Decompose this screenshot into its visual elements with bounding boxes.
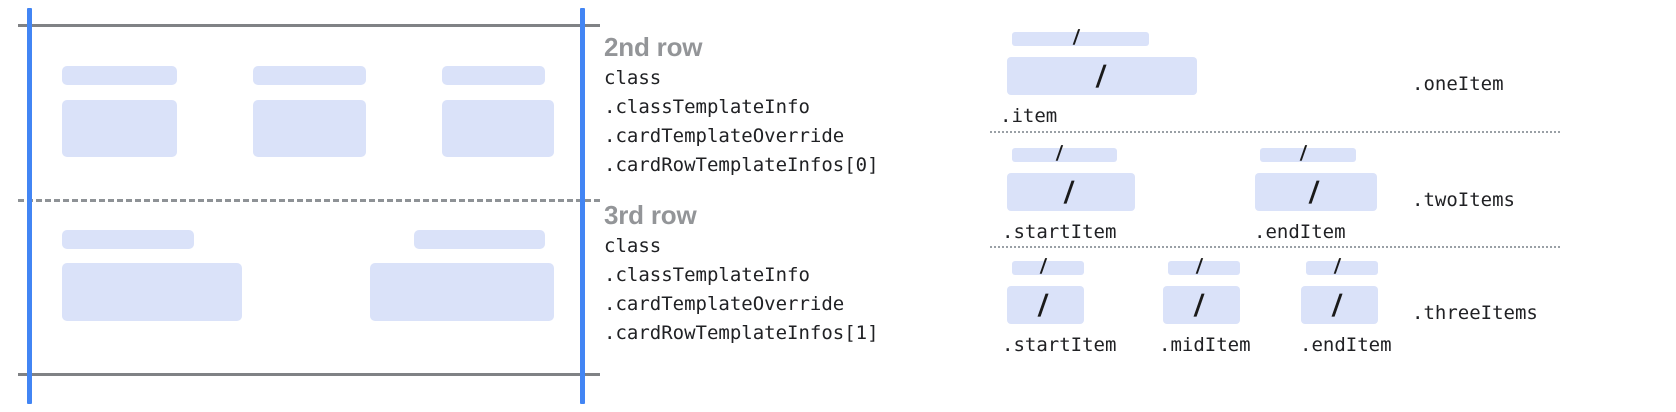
slot-caption: .startItem — [1002, 221, 1117, 243]
slash-glyph: / — [1072, 26, 1081, 48]
slash-glyph: / — [1333, 255, 1342, 277]
slot-label-bar — [1012, 261, 1084, 275]
slot-label-bar — [1012, 148, 1117, 162]
third-row-reference: 3rd row class .classTemplateInfo .cardTe… — [604, 198, 944, 348]
variant-divider-dotted — [990, 131, 1560, 133]
slot-label-bar — [1260, 148, 1356, 162]
variant-label: .oneItem — [1412, 73, 1504, 95]
slot-body-box — [1007, 173, 1135, 211]
slash-glyph: / — [1095, 59, 1107, 92]
slash-glyph: / — [1331, 288, 1343, 321]
placeholder-body-box — [253, 100, 366, 157]
placeholder-label-bar — [442, 66, 545, 85]
second-row-code-line: .cardTemplateOverride — [604, 125, 845, 147]
variant-divider-dotted — [990, 246, 1560, 248]
item-slot: / / .midItem — [1159, 255, 1323, 356]
slash-glyph: / — [1299, 142, 1308, 164]
second-row-code-line: .cardRowTemplateInfos[0] — [604, 154, 879, 176]
third-row-code-line: .cardRowTemplateInfos[1] — [604, 322, 879, 344]
slot-caption: .item — [1000, 105, 1058, 127]
second-row-code-line: .classTemplateInfo — [604, 96, 810, 118]
slot-body-box — [1255, 173, 1377, 211]
card-top-rule — [18, 24, 600, 27]
slot-body-box — [1301, 286, 1378, 324]
third-row-code-line: .cardTemplateOverride — [604, 293, 845, 315]
slot-label-bar — [1012, 32, 1149, 46]
slot-body-box — [1163, 286, 1240, 324]
third-row-heading: 3rd row — [604, 200, 697, 230]
slash-glyph: / — [1193, 288, 1205, 321]
card-right-rail — [580, 8, 585, 404]
slot-caption: .endItem — [1300, 334, 1392, 356]
item-slot: / / .startItem — [1002, 142, 1207, 243]
item-slot: / / .endItem — [1300, 255, 1461, 356]
item-slot: / / .endItem — [1254, 142, 1455, 243]
placeholder-body-box — [62, 263, 242, 321]
card-row-placeholder-diagram — [0, 0, 600, 412]
placeholder-body-box — [442, 100, 554, 157]
item-layout-variants-diagram: / / .item .oneItem / / .startItem / / .e — [960, 0, 1676, 412]
second-row-heading: 2nd row — [604, 32, 703, 62]
card-bottom-rule — [18, 373, 600, 376]
slot-caption: .midItem — [1159, 334, 1251, 356]
slash-glyph: / — [1308, 175, 1320, 208]
slash-glyph: / — [1037, 288, 1049, 321]
slot-body-box — [1007, 286, 1084, 324]
card-left-rail — [27, 8, 32, 404]
item-slot: / / .item — [1000, 26, 1257, 127]
placeholder-label-bar — [253, 66, 366, 85]
slash-glyph: / — [1039, 255, 1048, 277]
slash-glyph: / — [1195, 255, 1204, 277]
placeholder-label-bar — [62, 230, 194, 249]
item-slot: / / .startItem — [1002, 255, 1167, 356]
placeholder-label-bar — [62, 66, 177, 85]
third-row-code-line: class — [604, 235, 662, 257]
placeholder-body-box — [370, 263, 554, 321]
slot-caption: .startItem — [1002, 334, 1117, 356]
second-row-code-line: class — [604, 67, 662, 89]
slash-glyph: / — [1055, 142, 1064, 164]
slot-body-box — [1007, 57, 1197, 95]
placeholder-body-box — [62, 100, 177, 157]
second-row-reference: 2nd row class .classTemplateInfo .cardTe… — [604, 30, 944, 180]
slot-label-bar — [1168, 261, 1240, 275]
row-divider-dashed — [18, 199, 600, 202]
row-reference-text-column: 2nd row class .classTemplateInfo .cardTe… — [604, 0, 944, 412]
slot-caption: .endItem — [1254, 221, 1346, 243]
slash-glyph: / — [1063, 175, 1075, 208]
variant-label: .twoItems — [1412, 189, 1515, 211]
third-row-code-line: .classTemplateInfo — [604, 264, 810, 286]
variant-label: .threeItems — [1412, 302, 1538, 324]
slot-label-bar — [1306, 261, 1378, 275]
placeholder-label-bar — [414, 230, 545, 249]
